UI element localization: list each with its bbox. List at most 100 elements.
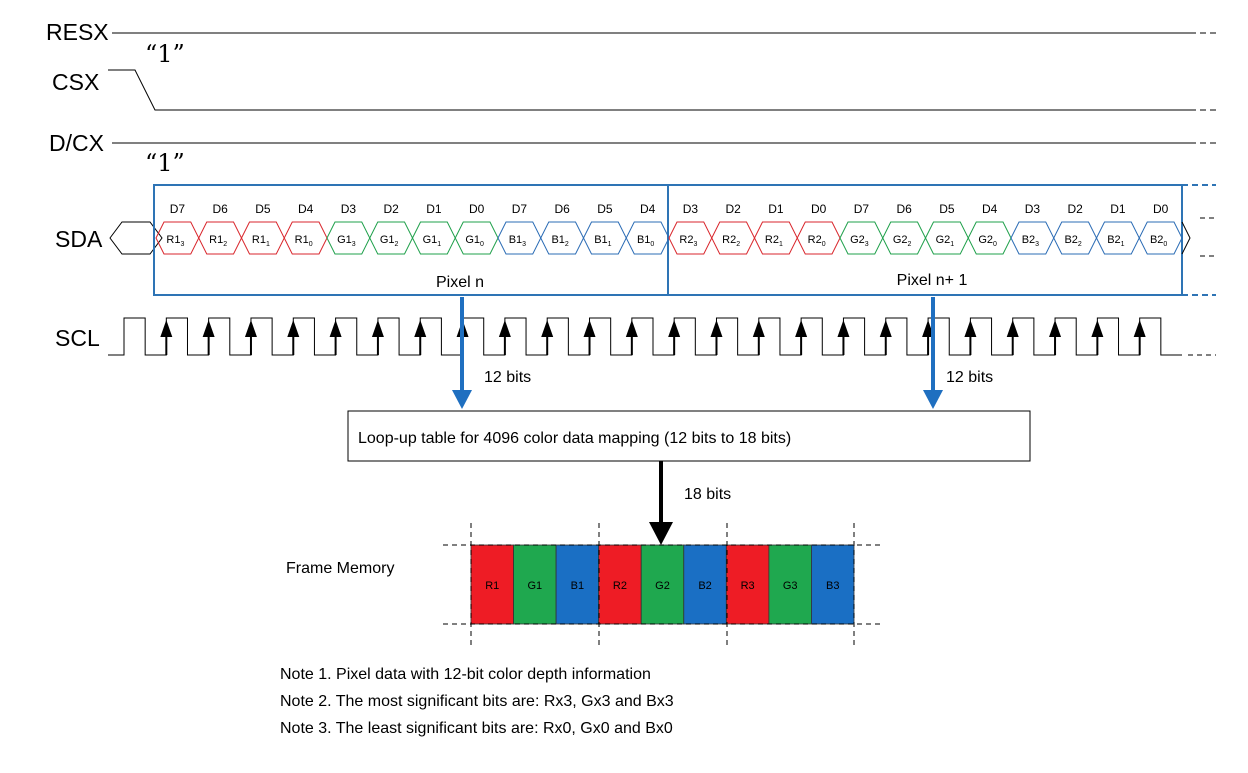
scl-rising-edge-marker [583,320,596,355]
rising-edge-arrow-icon [498,320,511,337]
sda-bit-position: D3 [341,202,357,216]
lut-output-bits-label: 18 bits [684,486,731,503]
sda-bit-name: R21 [765,234,783,248]
rising-edge-arrow-icon [625,320,638,337]
sda-label: SDA [55,226,103,252]
scl-rising-edge-marker [1006,320,1019,355]
rising-edge-arrow-icon [837,320,850,337]
sda-bit-position: D1 [768,202,784,216]
sda-bit-name: B21 [1107,234,1124,248]
scl-rising-edge-marker [202,320,215,355]
pixel-n1-arrow-head [923,390,943,409]
sda-bit-name: G20 [978,234,997,248]
rising-edge-arrow-icon [160,320,173,337]
rising-edge-arrow-icon [1133,320,1146,337]
csx-line [108,69,1190,111]
sda-start-hexagon [109,221,163,255]
sda-bit-name: B12 [551,234,568,248]
scl-rising-edge-marker [244,320,257,355]
frame-memory-cell: B2 [683,544,727,625]
lut-box [347,410,1031,462]
sda-bit-position: D0 [811,202,827,216]
sda-bit-position: D6 [212,202,228,216]
sda-bit-index: 3 [180,241,184,248]
sda-bit-position: D6 [554,202,570,216]
rising-edge-arrow-icon [583,320,596,337]
pixel-n1-bits-label: 12 bits [946,369,993,386]
scl-rising-edge-marker [837,320,850,355]
sda-bit-index: 2 [395,241,399,248]
frame-memory-cell: R2 [598,544,642,625]
sda-bit-index: 0 [822,241,826,248]
sda-bit-index: 3 [352,241,356,248]
sda-bit-index: 1 [779,241,783,248]
sda-bit-index: 0 [650,241,654,248]
frame-memory-label: Frame Memory [286,560,394,577]
sda-bit-position: D5 [255,202,271,216]
sda-bit-index: 3 [693,241,697,248]
frame-memory-cell-label: B3 [826,580,839,592]
scl-rising-edge-marker [710,320,723,355]
sda-bit-hexagon [1138,221,1183,255]
sda-bit-index: 2 [565,241,569,248]
pixel-n-bits-label: 12 bits [484,369,531,386]
resx-value: “1” [145,40,185,68]
scl-rising-edge-marker [668,320,681,355]
frame-memory-cell: B3 [811,544,855,625]
scl-rising-edge-marker [1091,320,1104,355]
frame-memory-cell-fill [598,544,642,625]
rising-edge-arrow-icon [710,320,723,337]
frame-memory-cell: G2 [640,544,685,625]
scl-rising-edge-marker [1049,320,1062,355]
sda-bit-index: 2 [736,241,740,248]
frame-memory-cell-label: G2 [655,580,670,592]
frame-memory-cell-label: R2 [613,580,627,592]
sda-bit-index: 2 [1078,241,1082,248]
sda-bit-position: D2 [383,202,399,216]
rising-edge-arrow-icon [879,320,892,337]
rising-edge-arrow-icon [329,320,342,337]
sda-bit-name: B11 [594,234,611,248]
sda-bit-position: D5 [597,202,613,216]
rising-edge-arrow-icon [795,320,808,337]
lut-label: Loop-up table for 4096 color data mappin… [358,430,791,447]
sda-bit-index: 0 [309,241,313,248]
frame-memory-cell-fill [725,544,770,625]
sda-bit-position: D4 [640,202,656,216]
sda-bit-position: D1 [1110,202,1126,216]
sda-bit-name: R23 [679,234,697,248]
sda-bit-name: B23 [1022,234,1039,248]
scl-rising-edge-marker [752,320,765,355]
sda-bit-position: D2 [725,202,741,216]
frame-memory-cell-label: G1 [527,580,542,592]
sda-bit-position: D5 [939,202,955,216]
sda-bit-position: D4 [982,202,998,216]
scl-rising-edge-marker [1133,320,1146,355]
sda-bit-name: G21 [936,234,955,248]
frame-memory-cell-label: R3 [741,580,755,592]
sda-bit-index: 1 [266,241,270,248]
rising-edge-arrow-icon [541,320,554,337]
sda-bit-name: B10 [637,234,654,248]
sda-bit-name: R20 [808,234,826,248]
sda-bit-index: 0 [480,241,484,248]
pixel-n-label: Pixel n [436,274,484,291]
sda-bit-name: G11 [423,234,442,248]
rising-edge-arrow-icon [1006,320,1019,337]
rising-edge-arrow-icon [1049,320,1062,337]
scl-clock-line [108,317,1182,356]
rising-edge-arrow-icon [668,320,681,337]
